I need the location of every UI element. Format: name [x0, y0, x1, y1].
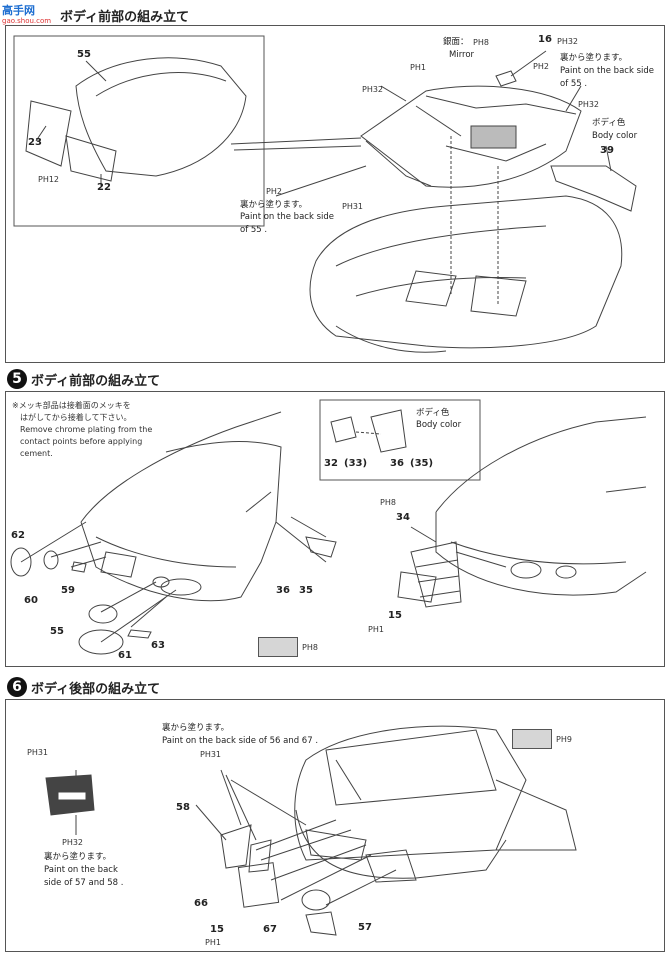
- part-62: 62: [11, 530, 25, 541]
- ph32-a: PH32: [557, 37, 579, 46]
- body-color-jp-5: ボディ色: [416, 408, 450, 418]
- part-22: 22: [97, 182, 111, 193]
- watermark-url: gao.shou.com: [2, 17, 52, 25]
- part-57: 57: [358, 922, 372, 933]
- section4-title: ボディ前部の組み立て: [60, 6, 189, 25]
- ph9-swatch-6: PH9: [556, 735, 572, 744]
- ph32-b: PH32: [362, 85, 384, 94]
- ph1-6: PH1: [205, 938, 221, 947]
- part-61: 61: [118, 650, 132, 661]
- part-23: 23: [28, 137, 42, 148]
- color-swatch-6: [512, 729, 552, 749]
- of55-b: of 55 .: [240, 225, 268, 235]
- paint-back-b: Paint on the back side: [240, 212, 334, 222]
- ph8-5: PH8: [380, 498, 396, 507]
- section5-title-text: ボディ前部の組み立て: [31, 373, 161, 389]
- body-color-en-4: Body color: [592, 131, 638, 141]
- section5-number: 5: [7, 369, 27, 389]
- part-66: 66: [194, 898, 208, 909]
- section5-title: 5 ボディ前部の組み立て: [7, 369, 160, 389]
- ph31-a-6: PH31: [200, 750, 222, 759]
- part-55-a: 55: [77, 49, 91, 60]
- part-15-6: 15: [210, 924, 224, 935]
- part-15-5: 15: [388, 610, 402, 621]
- part-36-inset: 36: [390, 458, 404, 469]
- section5-drawing: [10, 399, 647, 655]
- note5-line4: contact points before applying: [20, 437, 143, 446]
- part-59: 59: [61, 585, 75, 596]
- ph31: PH31: [342, 202, 364, 211]
- body-color-jp-4: ボディ色: [592, 118, 626, 128]
- ph32-c: PH32: [578, 100, 600, 109]
- ura-a: 裏から塗ります。: [560, 53, 628, 63]
- ginmen-label: 銀面：: [443, 37, 469, 47]
- ph2-b: PH2: [266, 187, 282, 196]
- section5-panel: [5, 391, 665, 667]
- ph1-5: PH1: [368, 625, 384, 634]
- color-swatch-5: [258, 637, 298, 657]
- paint-top-6: Paint on the back side of 56 and 67 .: [162, 736, 319, 746]
- paint-back-a: Paint on the back side: [560, 66, 654, 76]
- part-67: 67: [263, 924, 277, 935]
- mirror-label: Mirror: [449, 50, 475, 60]
- section6-title-text: ボディ後部の組み立て: [31, 681, 161, 697]
- ph31-b-6: PH31: [27, 748, 49, 757]
- section6-drawing: [45, 725, 577, 936]
- ph12-label: PH12: [38, 175, 60, 184]
- note5-line2: はがしてから接着して下さい。: [20, 413, 132, 422]
- ph8-swatch-5: PH8: [302, 643, 318, 652]
- of55-a: of 55 .: [560, 79, 588, 89]
- part-58: 58: [176, 802, 190, 813]
- section4-title-text: ボディ前部の組み立て: [60, 10, 190, 25]
- part-16: 16: [538, 34, 552, 45]
- part-39: 39: [600, 145, 614, 156]
- paint-left2-6: side of 57 and 58 .: [44, 878, 124, 888]
- section6-number: 6: [7, 677, 27, 697]
- part-63: 63: [151, 640, 165, 651]
- section6-title: 6 ボディ後部の組み立て: [7, 677, 160, 697]
- note5-line3: Remove chrome plating from the: [20, 425, 153, 434]
- note5-line5: cement.: [20, 449, 53, 458]
- part-35-inset: (35): [410, 458, 434, 469]
- part-55-5: 55: [50, 626, 64, 637]
- ura-b: 裏から塗ります。: [240, 200, 308, 210]
- section4-drawing: [13, 35, 637, 353]
- part-60: 60: [24, 595, 38, 606]
- part-36: 36: [276, 585, 290, 596]
- section4-panel: [5, 25, 665, 363]
- watermark-logo: 高手网: [2, 4, 35, 17]
- ph32-6: PH32: [62, 838, 84, 847]
- part-33: (33): [344, 458, 368, 469]
- section6-panel: [5, 699, 665, 952]
- body-color-en-5: Body color: [416, 420, 462, 430]
- ph8-a: PH8: [473, 38, 489, 47]
- ph2-a: PH2: [533, 62, 549, 71]
- ph1-a: PH1: [410, 63, 426, 72]
- ura-top-6: 裏から塗ります。: [162, 723, 230, 733]
- ura-left-6: 裏から塗ります。: [44, 852, 112, 862]
- part-32: 32: [324, 458, 338, 469]
- paint-left1-6: Paint on the back: [44, 865, 118, 875]
- part-34: 34: [396, 512, 410, 523]
- note5-line1: ※メッキ部品は接着面のメッキを: [12, 401, 131, 410]
- part-35: 35: [299, 585, 313, 596]
